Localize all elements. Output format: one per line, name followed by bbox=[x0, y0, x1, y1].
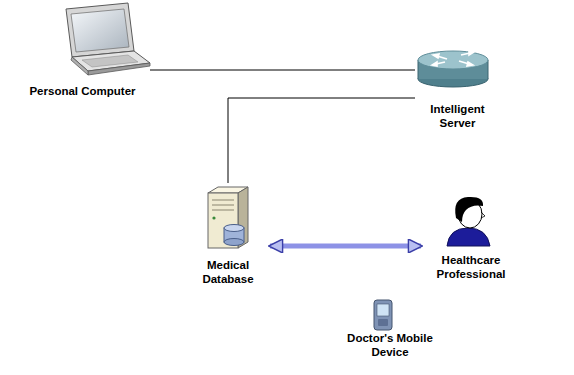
node-label: Medical Database bbox=[190, 258, 266, 286]
data-exchange-arrow bbox=[270, 244, 421, 249]
person-icon bbox=[447, 197, 490, 246]
network-link bbox=[150, 70, 415, 71]
network-link bbox=[228, 98, 415, 183]
node-label: Personal Computer bbox=[15, 84, 150, 98]
mobile-device-icon bbox=[374, 300, 392, 330]
node-label: Healthcare Professional bbox=[425, 253, 517, 281]
computer-node: Personal Computer bbox=[15, 0, 150, 98]
node-label: Intelligent Server bbox=[415, 102, 500, 130]
node-label: Doctor's Mobile Device bbox=[335, 331, 445, 359]
router-icon bbox=[418, 51, 488, 87]
person-node: Healthcare Professional bbox=[425, 198, 517, 281]
database-node: Medical Database bbox=[190, 183, 266, 286]
device-node: Doctor's Mobile Device bbox=[335, 298, 445, 359]
server-node: Intelligent Server bbox=[415, 48, 500, 130]
database-server-icon bbox=[208, 187, 248, 248]
laptop-icon bbox=[66, 3, 150, 75]
